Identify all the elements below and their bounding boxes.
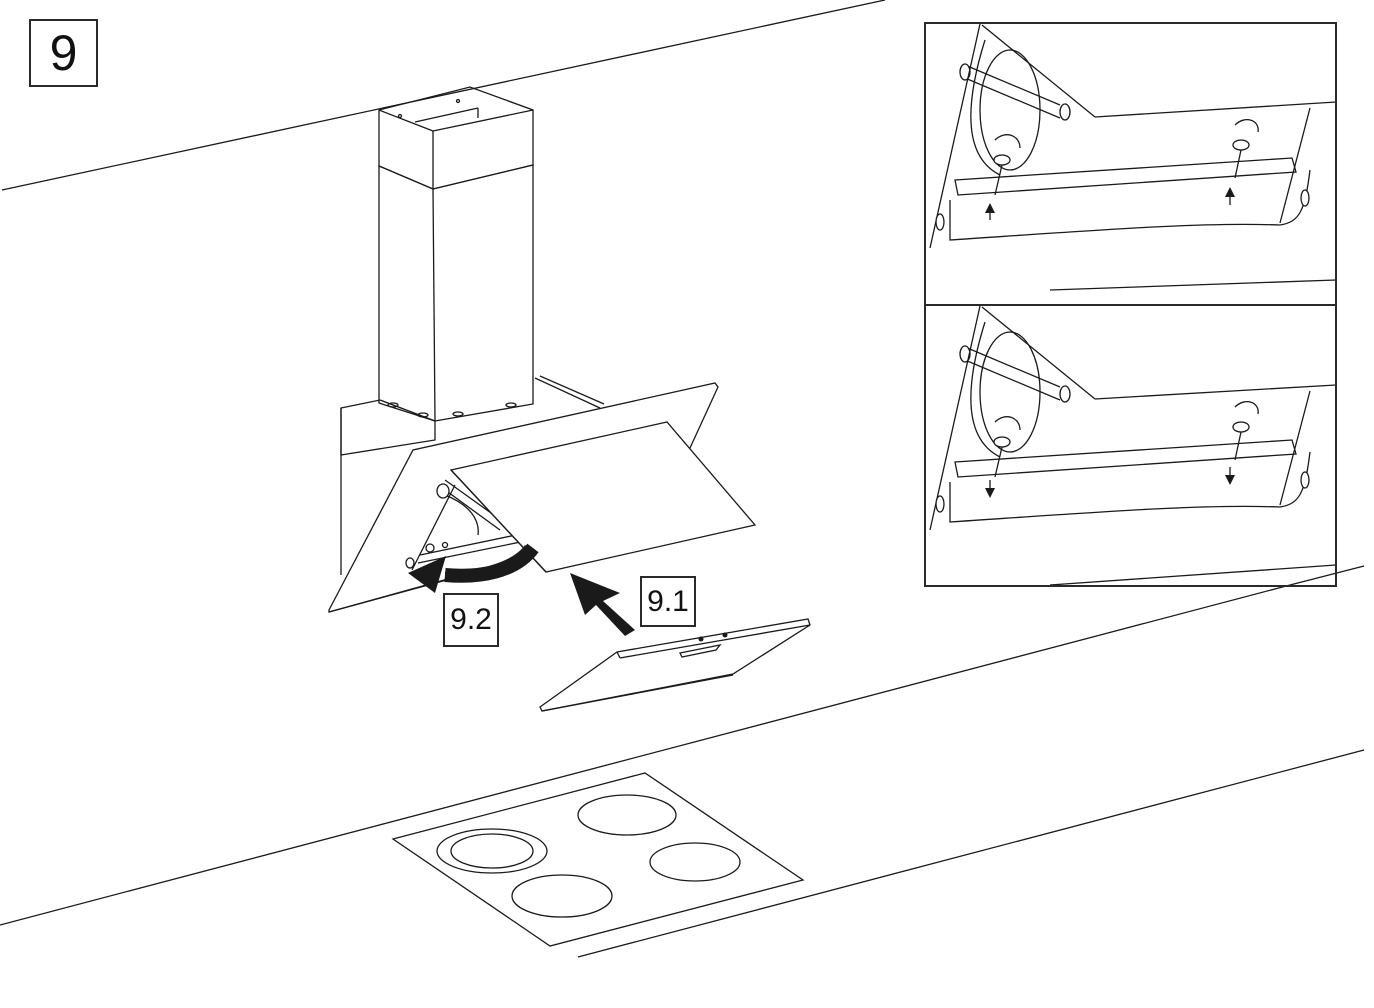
inset-top-drawing xyxy=(929,23,1337,291)
inset-bottom-frame xyxy=(924,304,1337,587)
chimney-duct xyxy=(378,86,534,422)
hood-mechanism xyxy=(405,479,546,571)
push-up-arrow-icon xyxy=(570,573,635,636)
sub-step-9-2-label: 9.2 xyxy=(443,593,499,647)
inset-bottom-drawing xyxy=(929,305,1337,586)
inset-top-frame xyxy=(924,22,1337,306)
step-number-label: 9 xyxy=(29,19,98,87)
worktop-back-edge xyxy=(0,584,1291,926)
worktop-back-edge-ext xyxy=(1289,565,1365,586)
wall-ceiling-line xyxy=(1,0,886,191)
grease-filter xyxy=(539,618,811,712)
sub-step-9-1-label: 9.1 xyxy=(640,576,696,627)
hob xyxy=(391,772,805,947)
rotate-arrow-icon xyxy=(408,543,539,593)
worktop-front-edge xyxy=(577,749,1365,958)
hood-body xyxy=(340,375,605,575)
